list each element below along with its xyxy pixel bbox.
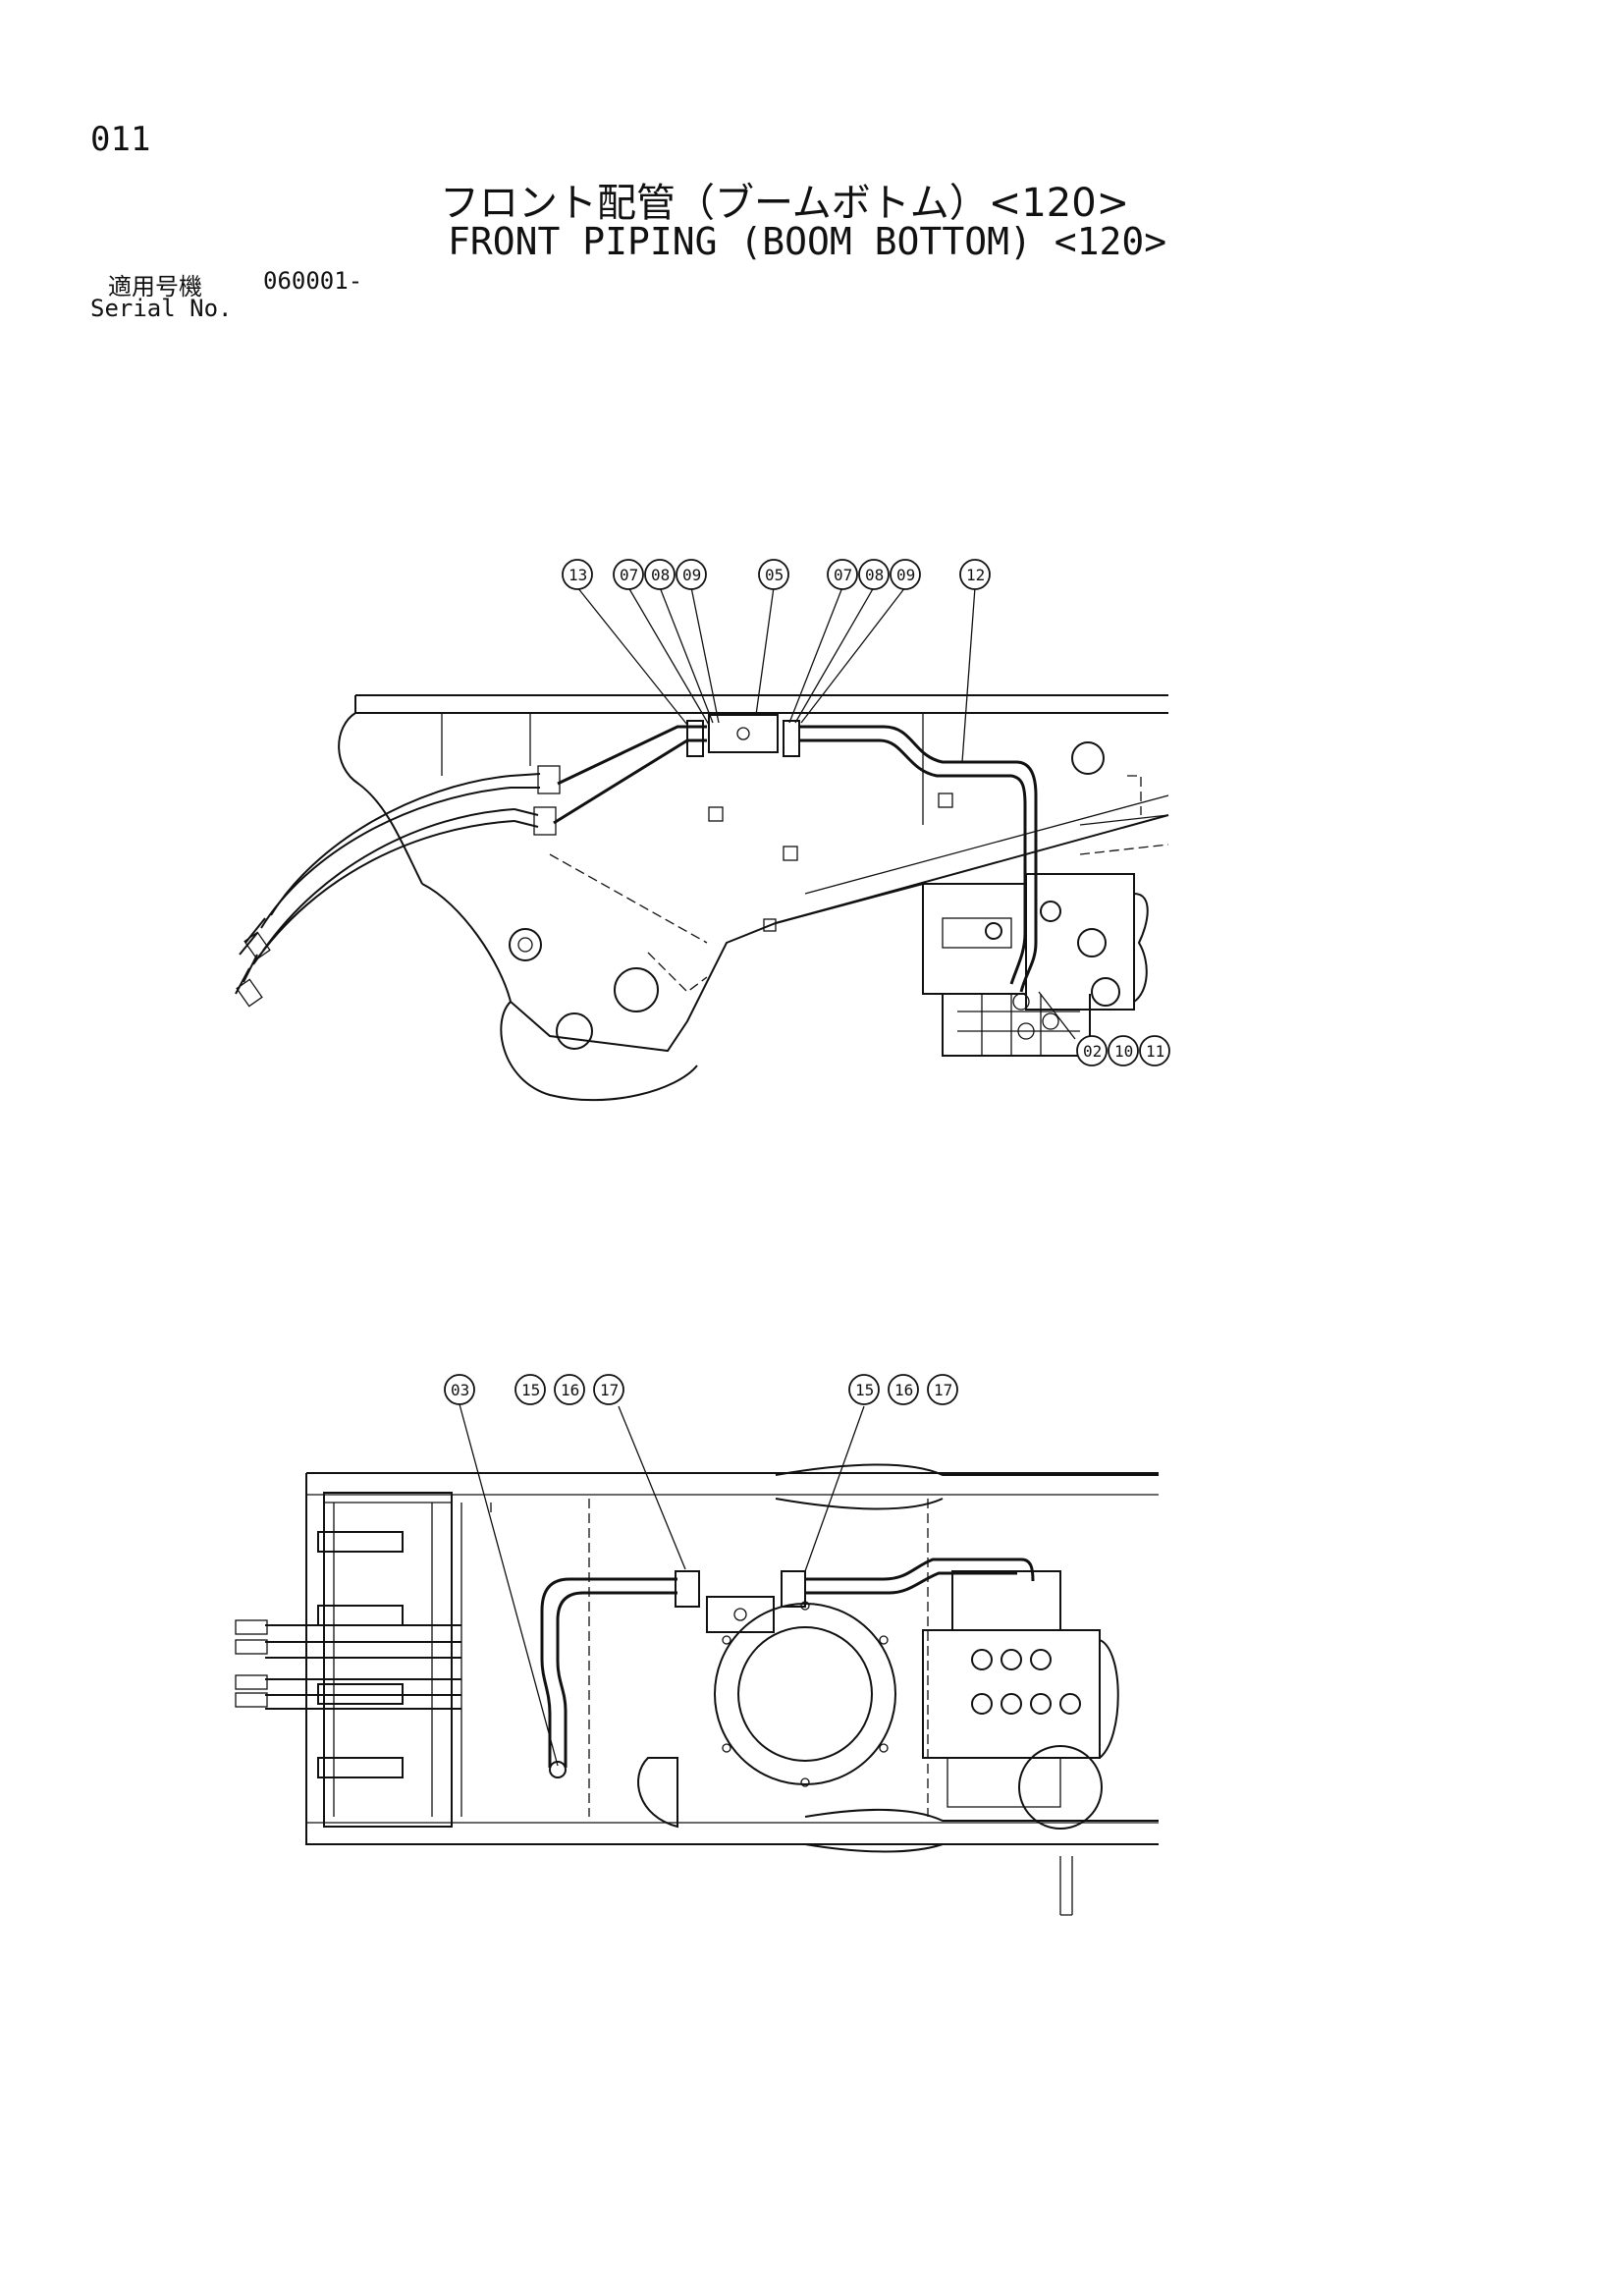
svg-text:17: 17	[600, 1381, 619, 1399]
serial-label-japanese: 適用号機	[108, 273, 202, 301]
svg-text:09: 09	[682, 566, 701, 584]
svg-text:09: 09	[896, 566, 915, 584]
leader-lines-top	[576, 586, 1076, 1040]
piping-top-view	[540, 1558, 1035, 1778]
svg-text:07: 07	[834, 566, 852, 584]
callout-15: 15	[848, 1374, 880, 1405]
control-valve-top	[922, 1570, 1119, 1830]
boom-hoses	[235, 765, 561, 1008]
callout-08: 08	[644, 559, 676, 590]
callout-17: 17	[593, 1374, 624, 1405]
svg-text:05: 05	[765, 566, 784, 584]
callout-16: 16	[888, 1374, 919, 1405]
frame-top-view	[305, 1463, 1159, 1916]
svg-text:12: 12	[966, 566, 985, 584]
svg-text:08: 08	[865, 566, 884, 584]
callout-12: 12	[959, 559, 991, 590]
svg-text:07: 07	[620, 566, 638, 584]
callout-07: 07	[613, 559, 644, 590]
control-valve-side	[922, 873, 1149, 1057]
page-title-english: FRONT PIPING (BOOM BOTTOM) <120>	[448, 220, 1167, 263]
svg-text:02: 02	[1083, 1042, 1102, 1061]
callout-11: 11	[1139, 1035, 1170, 1066]
callout-15: 15	[514, 1374, 546, 1405]
svg-text:10: 10	[1114, 1042, 1133, 1061]
callout-09: 09	[890, 559, 921, 590]
svg-text:17: 17	[934, 1381, 952, 1399]
callout-02: 02	[1076, 1035, 1108, 1066]
swing-bearing	[637, 1601, 896, 1829]
top-view-diagram: 03 15 16 17 15 16 17	[235, 1374, 1159, 1916]
callout-08: 08	[858, 559, 890, 590]
svg-text:15: 15	[855, 1381, 874, 1399]
frame-side-view	[338, 694, 1169, 1102]
svg-text:16: 16	[561, 1381, 579, 1399]
leader-lines-bottom	[459, 1403, 865, 1767]
svg-text:08: 08	[651, 566, 670, 584]
callout-09: 09	[676, 559, 707, 590]
side-view-diagram: 13 07 08 09 05 07 08 09 12 02 10 11	[235, 559, 1170, 1102]
page-title-japanese: フロント配管（ブームボトム）<120>	[440, 181, 1130, 226]
callout-10: 10	[1108, 1035, 1139, 1066]
front-piping-lines	[553, 714, 1038, 993]
hose-fittings-left	[235, 1619, 461, 1710]
serial-number-value: 060001-	[263, 267, 363, 295]
callout-07: 07	[827, 559, 858, 590]
callout-03: 03	[444, 1374, 475, 1405]
svg-text:15: 15	[521, 1381, 540, 1399]
callout-05: 05	[758, 559, 789, 590]
serial-label-english: Serial No.	[90, 295, 233, 322]
svg-text:11: 11	[1146, 1042, 1164, 1061]
svg-text:03: 03	[451, 1381, 469, 1399]
callout-16: 16	[554, 1374, 585, 1405]
callout-17: 17	[927, 1374, 958, 1405]
callout-13: 13	[562, 559, 593, 590]
svg-text:16: 16	[894, 1381, 913, 1399]
svg-text:13: 13	[568, 566, 587, 584]
page-number: 011	[90, 120, 151, 159]
